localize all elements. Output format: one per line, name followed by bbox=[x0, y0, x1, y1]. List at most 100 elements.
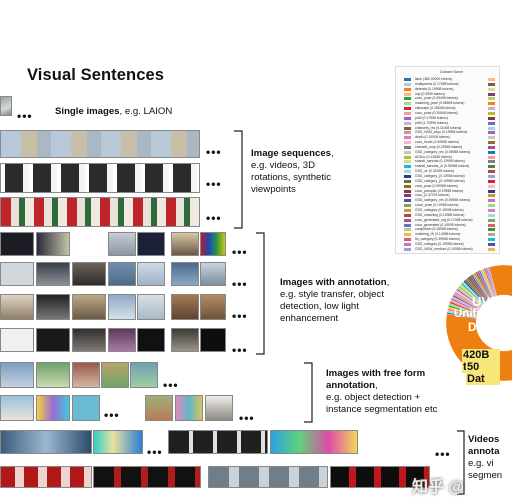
legend-text: coco_hmdb (1.50958 tokens) bbox=[415, 140, 459, 145]
ellipsis: ••• bbox=[239, 411, 255, 425]
legend-text: GSD_NDW_medium (0.10958 tokens) bbox=[415, 246, 473, 251]
legend-swatch bbox=[404, 102, 411, 106]
donut-title-line2: Unified V bbox=[454, 308, 504, 320]
legend-swatch bbox=[488, 165, 495, 169]
legend-text: matching_pose (0.96598 tokens) bbox=[415, 101, 465, 106]
legend-swatch bbox=[404, 165, 411, 169]
legend-swatch bbox=[488, 218, 495, 222]
legend-swatch bbox=[404, 213, 411, 217]
dataset-legend: Dataset Name laion (380,00000 tokens)mul… bbox=[395, 66, 500, 254]
legend-text: defends (0.19958 tokens) bbox=[415, 86, 454, 91]
legend-text: coco_panoptic (0.19958 tokens) bbox=[415, 188, 464, 193]
legend-swatch bbox=[404, 150, 411, 154]
videos-label: Videos annota e.g. vi segmen bbox=[468, 434, 503, 481]
legend-swatch bbox=[488, 204, 495, 208]
legend-text: multipatchs (0.17658 tokens) bbox=[415, 81, 459, 86]
legend-header: Dataset Name bbox=[440, 70, 463, 74]
legend-swatch bbox=[404, 184, 411, 188]
legend-swatch bbox=[404, 82, 411, 86]
legend-text: GSD_category_(0.10958 tokens) bbox=[415, 178, 465, 183]
legend-swatch bbox=[404, 155, 411, 159]
legend-swatch bbox=[404, 141, 411, 145]
legend-text: coco_generated_reg (0.17458 tokens) bbox=[415, 217, 473, 222]
legend-swatch bbox=[488, 145, 495, 149]
legend-swatch bbox=[404, 218, 411, 222]
legend-swatch bbox=[404, 145, 411, 149]
legend-text: pdt3 (0.17958 tokens) bbox=[415, 115, 448, 120]
legend-text: ADEzo (0.13558 tokens) bbox=[415, 154, 452, 159]
legend-text: coco_generated (0.15098 tokens) bbox=[415, 222, 466, 227]
legend-swatch bbox=[404, 160, 411, 164]
ellipsis: ••• bbox=[232, 309, 248, 323]
legend-text: depth (0.10008 tokens) bbox=[415, 135, 450, 140]
legend-swatch bbox=[488, 116, 495, 120]
sequences-bracket bbox=[234, 130, 243, 229]
legend-text: shandl_sanclas_ol (0.39958 tokens) bbox=[415, 164, 470, 169]
legend-text: GSD_category_res (0.05958 tokens) bbox=[415, 149, 471, 154]
legend-swatch bbox=[488, 179, 495, 183]
legend-swatch bbox=[488, 107, 495, 111]
ellipsis: ••• bbox=[206, 211, 222, 225]
donut-title-line3: Datas bbox=[468, 322, 500, 334]
legend-swatch bbox=[404, 121, 411, 125]
ellipsis: ••• bbox=[163, 378, 179, 392]
legend-swatch bbox=[404, 87, 411, 91]
legend-text: coco_pose (0.30848 tokens) bbox=[415, 110, 458, 115]
legend-swatch bbox=[488, 199, 495, 203]
legend-text: GSD_matching (0.15958 tokens) bbox=[415, 212, 465, 217]
legend-swatch bbox=[404, 233, 411, 237]
legend-text: coco_(0.37478 tokens) bbox=[415, 193, 450, 198]
legend-swatch bbox=[488, 82, 495, 86]
legend-text: GSD_category_res (0.59498 tokens) bbox=[415, 198, 471, 203]
single-image-thumb bbox=[0, 96, 12, 116]
legend-swatch bbox=[404, 97, 411, 101]
legend-swatch bbox=[488, 92, 495, 96]
donut-title-line1: UVD-V bbox=[472, 294, 512, 309]
legend-text: coco_pose (0.09958 tokens) bbox=[415, 183, 458, 188]
ellipsis: ••• bbox=[104, 408, 120, 422]
freeform-label: Images with free form annotation, e.g. o… bbox=[326, 368, 438, 415]
legend-swatch bbox=[404, 194, 411, 198]
ellipsis: ••• bbox=[206, 177, 222, 191]
legend-text: GSD_category_(0.10958 tokens) bbox=[415, 174, 465, 178]
legend-swatch bbox=[404, 170, 411, 174]
legend-swatch bbox=[404, 131, 411, 135]
legend-swatch bbox=[488, 213, 495, 217]
legend-swatch bbox=[488, 155, 495, 159]
legend-swatch bbox=[404, 199, 411, 203]
legend-text: GSD_ce (0.31938 tokens) bbox=[415, 169, 455, 174]
legend-swatch bbox=[488, 194, 495, 198]
legend-swatch bbox=[488, 111, 495, 115]
legend-swatch bbox=[488, 189, 495, 193]
legend-swatch bbox=[488, 228, 495, 232]
legend-text: completion (0.18988 tokens) bbox=[415, 227, 458, 232]
legend-swatch bbox=[488, 223, 495, 227]
legend-swatch bbox=[404, 116, 411, 120]
legend-text: GSD_category (0.19958 tokens) bbox=[415, 241, 464, 246]
legend-swatch bbox=[488, 233, 495, 237]
legend-text: matching_Ht (0.14958 tokens) bbox=[415, 232, 461, 237]
legend-swatch bbox=[488, 126, 495, 130]
legend-text: cityscape (0.18948 tokens) bbox=[415, 106, 456, 111]
watermark: 知乎 @ bbox=[412, 479, 465, 496]
legend-swatch bbox=[488, 97, 495, 101]
annotation-label: Images with annotation, e.g. style trans… bbox=[280, 277, 390, 324]
legend-swatch bbox=[404, 223, 411, 227]
videos-bracket bbox=[457, 430, 465, 495]
legend-swatch bbox=[404, 208, 411, 212]
legend-swatch bbox=[488, 170, 495, 174]
legend-swatch bbox=[404, 189, 411, 193]
legend-text: chairsets_res (0.11008 tokens) bbox=[415, 125, 462, 130]
legend-swatch bbox=[404, 136, 411, 140]
legend-text: coco_pose (0.49498 tokens) bbox=[415, 96, 458, 101]
legend-swatch bbox=[404, 242, 411, 246]
annotation-bracket bbox=[256, 232, 265, 355]
legend-text: cocol_pose (0.10958 tokens) bbox=[415, 203, 459, 208]
legend-swatch bbox=[404, 179, 411, 183]
legend-swatch bbox=[488, 184, 495, 188]
legend-text: GSD_NSM_sequ (0.19958 tokens) bbox=[415, 130, 468, 135]
freeform-bracket bbox=[304, 362, 313, 423]
legend-swatch bbox=[404, 92, 411, 96]
legend-swatch bbox=[488, 247, 495, 251]
dataset-stat-datasets: 50 Dat bbox=[466, 361, 500, 385]
